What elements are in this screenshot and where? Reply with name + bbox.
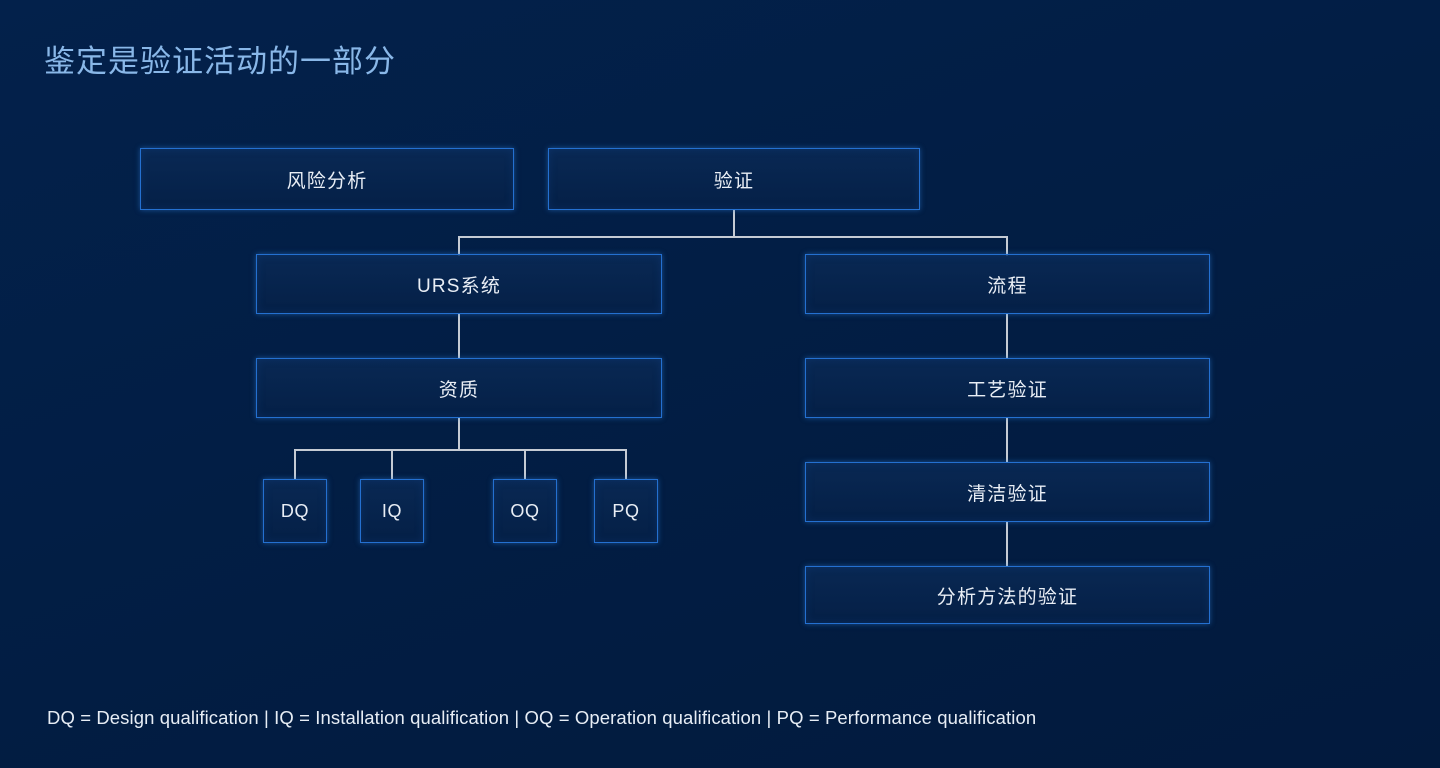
node-dq[interactable]: DQ [263, 479, 327, 543]
node-analytical-method-validation[interactable]: 分析方法的验证 [805, 566, 1210, 624]
node-process-label: 流程 [987, 275, 1028, 297]
node-analytical-method-validation-label: 分析方法的验证 [936, 586, 1079, 608]
node-oq-label: OQ [510, 500, 540, 521]
connector-bar-to-oq [524, 449, 526, 479]
node-process[interactable]: 流程 [805, 254, 1210, 314]
node-cleaning-validation[interactable]: 清洁验证 [805, 462, 1210, 522]
connector-process-to-process-validation [1006, 314, 1008, 358]
node-dq-label: DQ [280, 500, 310, 521]
node-cleaning-validation-label: 清洁验证 [967, 483, 1048, 505]
connector-process-validation-to-cleaning [1006, 418, 1008, 462]
connector-bar-to-pq [625, 449, 627, 479]
node-validation[interactable]: 验证 [548, 148, 920, 210]
node-qualification-label: 资质 [438, 379, 480, 401]
connector-bar-to-dq [294, 449, 296, 479]
connector-bar-to-process [1006, 236, 1008, 256]
node-process-validation[interactable]: 工艺验证 [805, 358, 1210, 418]
connector-cleaning-to-analytical [1006, 522, 1008, 566]
connector-validation-bar [458, 236, 1008, 238]
node-pq-label: PQ [612, 500, 640, 521]
node-process-validation-label: 工艺验证 [967, 379, 1048, 401]
node-validation-label: 验证 [713, 170, 755, 192]
page-title: 鉴定是验证活动的一部分 [44, 44, 396, 79]
legend-abbreviations: DQ = Design qualification | IQ = Install… [47, 707, 1037, 728]
connector-validation-stub [733, 210, 735, 237]
connector-qualification-bar [294, 449, 626, 451]
connector-bar-to-iq [391, 449, 393, 479]
node-urs-system-label: URS系统 [416, 275, 502, 297]
node-pq[interactable]: PQ [594, 479, 658, 543]
connector-qualification-stub [458, 418, 460, 450]
node-iq[interactable]: IQ [360, 479, 424, 543]
connector-bar-to-urs [458, 236, 460, 256]
node-urs-system[interactable]: URS系统 [256, 254, 662, 314]
node-qualification[interactable]: 资质 [256, 358, 662, 418]
node-risk-analysis-label: 风险分析 [286, 170, 368, 192]
node-iq-label: IQ [381, 500, 403, 521]
node-oq[interactable]: OQ [493, 479, 557, 543]
node-risk-analysis[interactable]: 风险分析 [140, 148, 514, 210]
connector-urs-to-qualification [458, 314, 460, 358]
